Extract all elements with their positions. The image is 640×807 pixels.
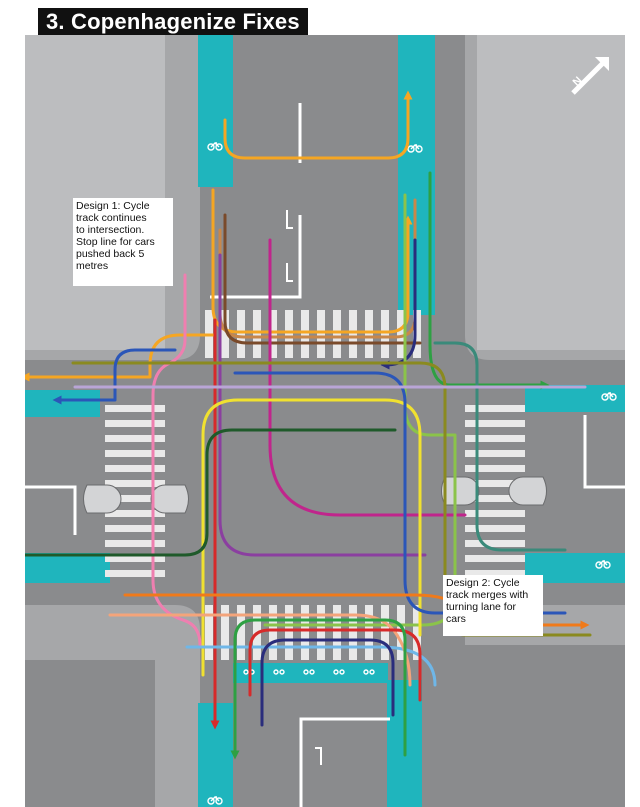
path-navy-south [260,638,395,727]
path-orange-west [25,333,217,382]
crosswalk-south [205,605,421,660]
path-orange-north-uturn [223,90,413,160]
crosswalk-west [105,405,165,577]
cycle-track-west-bottom [25,553,110,583]
path-magenta [268,238,467,517]
intersection-diagram: N [25,35,625,807]
ne-block [477,35,625,350]
nw-block [25,35,165,350]
diagram-title: 3. Copenhagenize Fixes [38,8,308,36]
path-orange-nw [211,188,413,334]
island-east-left [441,476,480,506]
bicycle-symbol-3 [601,392,617,401]
annotation-design-1: Design 1: Cycle track continues to inter… [73,198,173,286]
stop-line-south [299,717,390,807]
lane-arrow-right-2 [286,263,293,282]
path-darkgreen [25,428,397,557]
path-teal [433,341,567,552]
se-block [450,645,625,807]
path-blue-west [52,348,177,405]
lane-line-east [583,415,625,489]
cycle-track-north-left [198,35,233,187]
path-yellow [201,398,422,677]
road-markings [25,103,625,807]
annotation-design-2: Design 2: Cycle track merges with turnin… [443,575,543,636]
island-west-right [150,484,189,514]
bicycle-symbol-7 [273,669,285,675]
bicycle-symbol-5 [207,796,223,805]
path-pink [151,273,202,647]
bicycle-symbols [207,142,617,805]
island-west-left [83,484,122,514]
stop-line-north [210,215,302,299]
traffic-islands [83,476,547,514]
lane-line-west [25,485,77,535]
path-blue [233,371,567,615]
crosswalk-east [465,405,525,577]
path-salmon [108,613,412,687]
bicycle-symbol-9 [333,669,345,675]
bicycle-symbol-8 [303,669,315,675]
path-red-south [248,628,422,702]
path-green [428,171,550,390]
lane-arrow-right-1 [286,210,293,229]
path-lightblue [185,645,437,687]
bicycle-symbol-4 [595,560,611,569]
path-navy [380,238,417,370]
sw-block [25,660,155,807]
bike-paths [25,90,592,760]
path-brown [223,213,422,345]
path-green-south [230,618,407,760]
crosswalk-north [205,310,421,358]
bicycle-symbol-10 [363,669,375,675]
island-east-right [508,476,547,506]
cycle-track-west-top [25,390,100,417]
lane-arrow-left-south [315,747,322,765]
bicycle-symbol-2 [407,144,423,153]
path-purple [218,253,427,557]
path-lime [263,193,457,627]
bicycle-symbol-1 [207,142,223,151]
